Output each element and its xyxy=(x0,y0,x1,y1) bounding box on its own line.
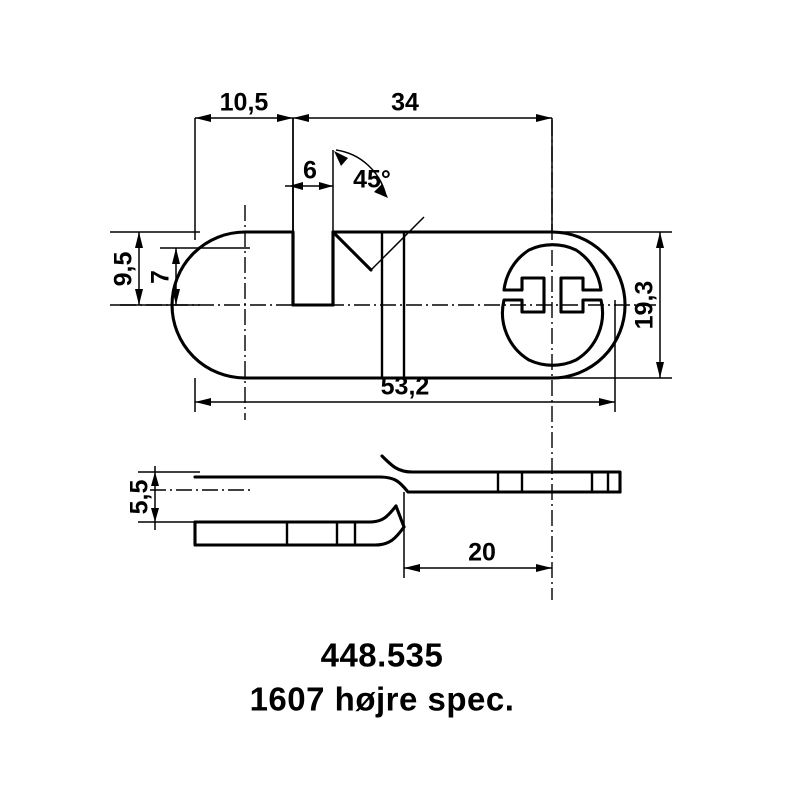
side-step-web-lower xyxy=(394,504,406,529)
dim-10-5-arrow-left xyxy=(195,114,211,122)
dim-45-leader xyxy=(370,216,425,271)
dimension-34: 34 xyxy=(292,89,553,232)
side-left-arm-dividers xyxy=(285,522,357,545)
dim-34-label: 34 xyxy=(391,89,419,117)
dim-6-arrow-right xyxy=(319,182,333,190)
dim-7-label: 7 xyxy=(147,270,175,284)
drawing-caption: 448.535 1607 højre spec. xyxy=(250,637,515,718)
dim-45-arrow-end xyxy=(374,184,388,198)
dim-45-label: 45° xyxy=(353,166,391,194)
dim-34-arrow-left xyxy=(293,114,309,122)
dim-20-arrow-right xyxy=(536,564,552,572)
dim-20-arrow-left xyxy=(404,564,420,572)
chamfer-45-edge xyxy=(331,230,373,272)
dim-19-3-arrow-top xyxy=(656,232,664,248)
dimension-6: 6 xyxy=(285,150,334,232)
dimension-9-5: 9,5 xyxy=(110,231,200,306)
dim-45-arrow-start xyxy=(334,151,348,166)
caption-part-number: 448.535 xyxy=(321,637,444,674)
dim-10-5-label: 10,5 xyxy=(220,89,269,117)
dim-6-arrow-left xyxy=(289,182,303,190)
side-left-arm-upper xyxy=(193,504,398,524)
side-right-arm-lower xyxy=(380,454,622,494)
bend-lines-top-view xyxy=(380,232,406,378)
dimension-45-degree: 45° xyxy=(334,149,425,271)
side-lower-surface xyxy=(193,520,406,547)
side-view-part-outline xyxy=(193,454,622,547)
bore-circle-keyway-profile xyxy=(500,243,605,367)
dim-19-3-label: 19,3 xyxy=(631,281,659,330)
dim-9-5-arrow-top xyxy=(135,232,143,248)
dim-53-2-label: 53,2 xyxy=(381,373,430,401)
dim-9-5-label: 9,5 xyxy=(110,252,138,287)
dim-34-arrow-right xyxy=(536,114,552,122)
dimension-5-5: 5,5 xyxy=(126,466,215,530)
dim-5-5-label: 5,5 xyxy=(126,480,154,515)
dim-19-3-arrow-bottom xyxy=(656,362,664,378)
dim-7-arrow-top xyxy=(172,248,180,264)
dim-5-5-arrow-top xyxy=(151,472,159,486)
dim-5-5-arrow-bottom xyxy=(151,508,159,522)
dim-20-label: 20 xyxy=(468,539,496,567)
dimension-10-5: 10,5 xyxy=(194,89,294,240)
dimension-19-3: 19,3 xyxy=(552,231,672,379)
dim-53-2-arrow-right xyxy=(599,398,615,406)
dim-7-arrow-bottom xyxy=(172,289,180,305)
dim-53-2-arrow-left xyxy=(195,398,211,406)
side-right-arm-dividers xyxy=(496,472,610,492)
dim-10-5-arrow-right xyxy=(277,114,293,122)
caption-part-description: 1607 højre spec. xyxy=(250,681,515,718)
dim-6-label: 6 xyxy=(303,157,317,185)
dimension-7: 7 xyxy=(147,247,250,305)
dimension-53-2: 53,2 xyxy=(194,300,616,412)
dim-9-5-arrow-bottom xyxy=(135,289,143,305)
dimension-20: 20 xyxy=(403,492,552,578)
bore-with-keyways xyxy=(500,243,605,367)
notch-slot xyxy=(291,230,335,307)
side-upper-surface xyxy=(193,475,622,494)
